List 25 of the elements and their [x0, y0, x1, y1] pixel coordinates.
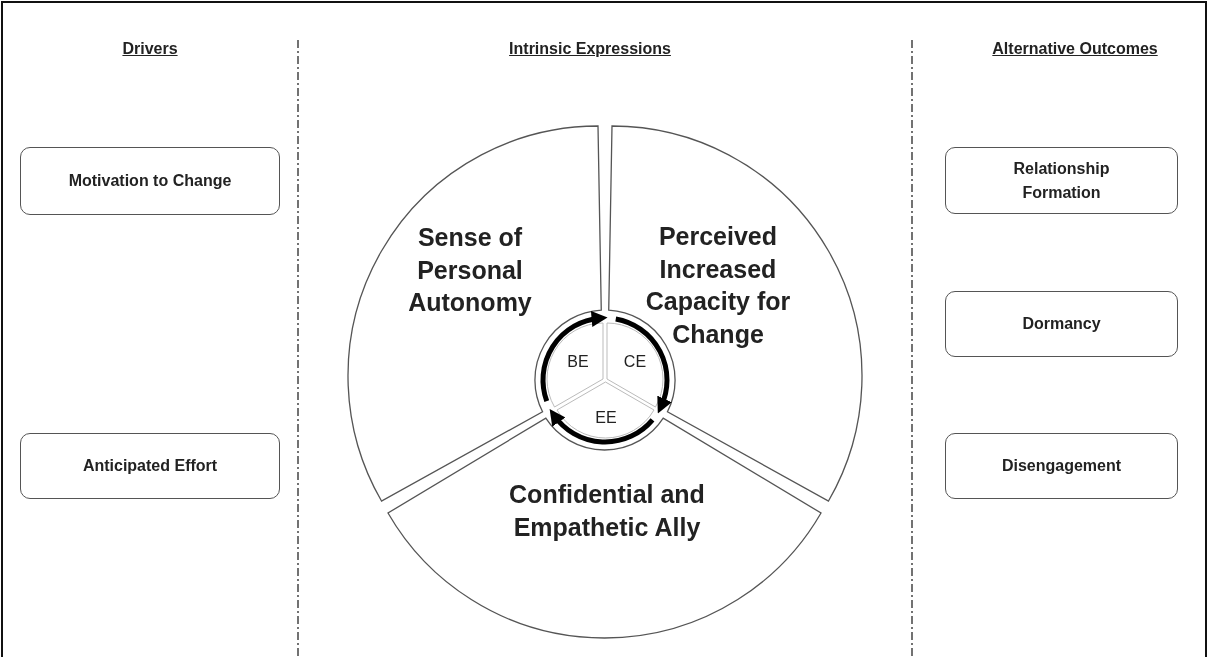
pie-sector [547, 323, 604, 407]
cycle-arrow [540, 311, 608, 402]
box-label: Anticipated Effort [82, 457, 218, 475]
pie-sector [606, 323, 663, 407]
sector-label: BE [567, 351, 589, 372]
cycle-arrow [615, 316, 672, 414]
sector-label: Confidential and Empathetic Ally [508, 478, 706, 543]
column-heading: Intrinsic Expressions [509, 40, 671, 58]
box-label: Dormancy [1022, 315, 1101, 333]
box-label: Relationship Formation [1013, 160, 1110, 201]
column-heading: Drivers [122, 40, 178, 58]
rounded-box [20, 147, 280, 215]
pie-sector [556, 382, 654, 438]
rounded-box [945, 433, 1178, 499]
rounded-box [945, 147, 1178, 214]
box-label: Motivation to Change [68, 172, 232, 190]
rounded-box [945, 291, 1178, 357]
rounded-box [20, 433, 280, 499]
sector-label: Perceived Increased Capacity for Change [644, 221, 792, 350]
box-label: Disengagement [1001, 457, 1122, 475]
column-heading: Alternative Outcomes [992, 40, 1158, 58]
sector-label: CE [623, 351, 647, 372]
sector-label: Sense of Personal Autonomy [407, 222, 533, 319]
sector-label: EE [595, 407, 617, 428]
cycle-arrow [549, 409, 655, 445]
